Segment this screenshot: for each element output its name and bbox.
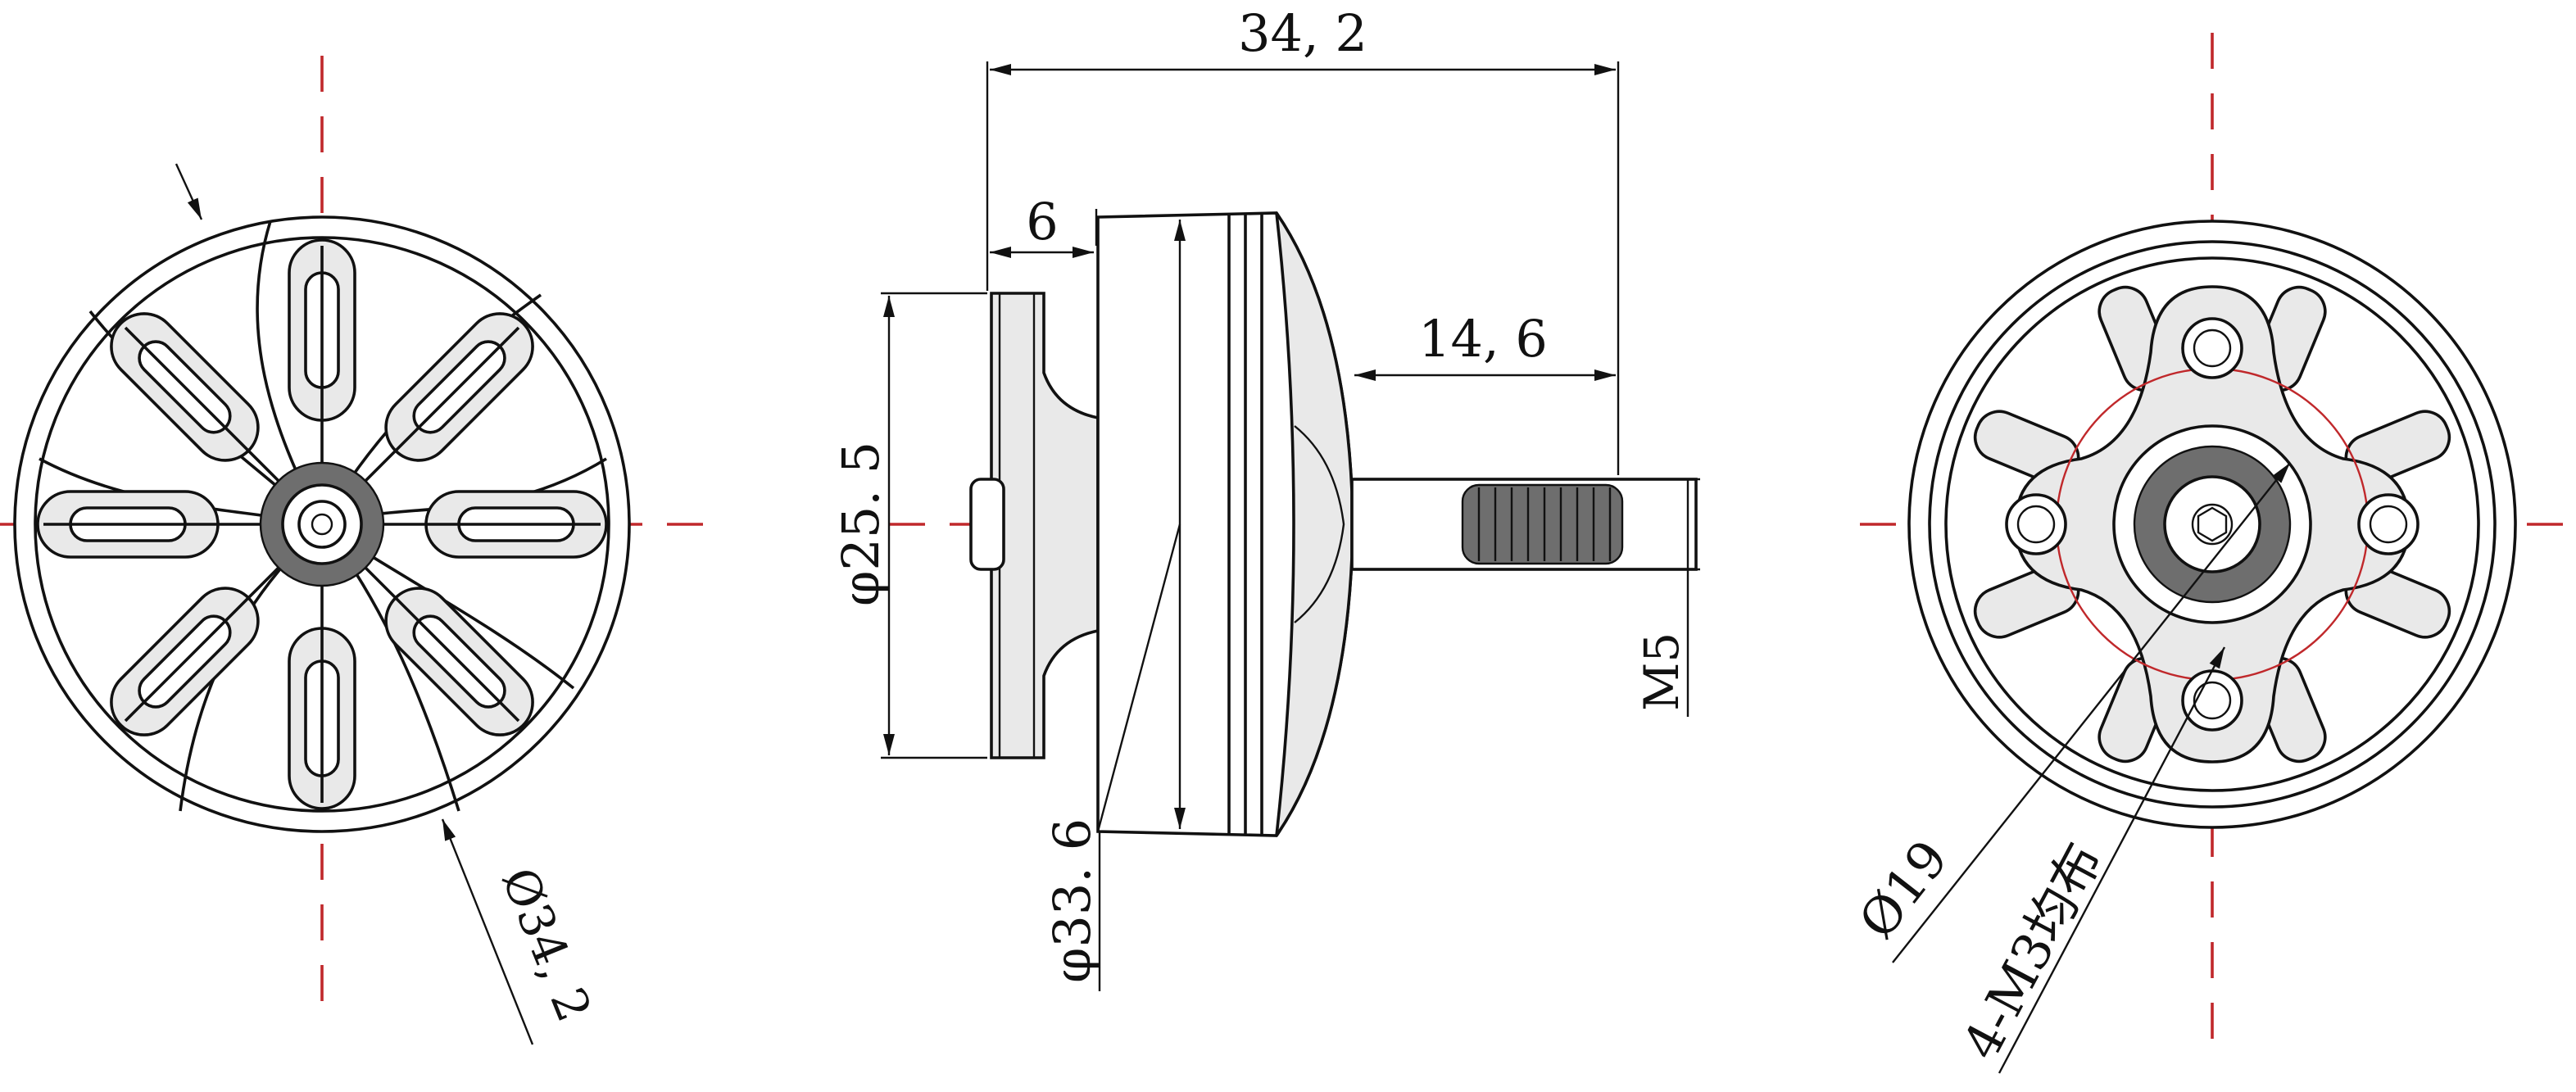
front-diameter-label: Ø34, 2: [491, 860, 602, 1029]
bell-inner-circle: [34, 236, 610, 813]
side-view: 34, 2 6 14, 6 φ25. 5 φ33. 6 M5: [831, 3, 1700, 991]
front-view: Ø34, 2: [0, 56, 717, 1045]
base-diameter-label: φ25. 5: [831, 442, 891, 606]
shaft-thread: [1461, 483, 1624, 565]
front-diameter-leader-top: [175, 163, 203, 220]
base-flange: [990, 292, 1100, 759]
base-depth-label: 6: [1026, 192, 1058, 251]
shaft-thread-label: M5: [1634, 632, 1689, 711]
base-hub: [969, 478, 1005, 571]
mount-holes-leader: [1998, 646, 2226, 1074]
bell-diameter-label: φ33. 6: [1042, 818, 1102, 983]
hole-circle-label: Ø19: [1847, 829, 1959, 949]
mount-holes: [2005, 317, 2420, 732]
front-diameter-leader: [441, 818, 534, 1045]
hole-circle-leader: [1892, 462, 2291, 963]
mount-holes-label: 4-M3均布: [1951, 833, 2114, 1069]
overall-length-label: 34, 2: [1238, 3, 1367, 63]
base-view: Ø19 4-M3均布: [1847, 33, 2576, 1074]
shaft-length-label: 14, 6: [1418, 309, 1548, 369]
